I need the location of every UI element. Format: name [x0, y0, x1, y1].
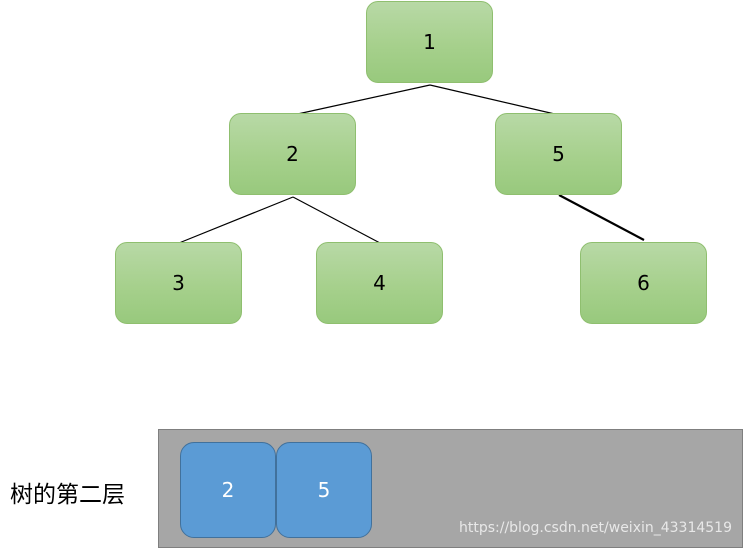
level-cell: 2: [180, 442, 276, 538]
level-cell-label: 2: [221, 478, 235, 502]
tree-node-label: 6: [637, 271, 650, 295]
edge-2-4: [292, 196, 381, 244]
tree-node-4: 4: [316, 242, 443, 324]
tree-node-1: 1: [366, 1, 493, 83]
edge-1-5: [429, 84, 560, 116]
edge-5-6: [558, 194, 645, 241]
edge-2-3: [178, 196, 294, 244]
tree-node-6: 6: [580, 242, 707, 324]
watermark-text: https://blog.csdn.net/weixin_43314519: [458, 520, 732, 536]
edge-1-2: [292, 84, 431, 116]
tree-node-label: 2: [286, 142, 299, 166]
level-label: 树的第二层: [10, 482, 125, 508]
tree-node-label: 3: [172, 271, 185, 295]
level-panel: 2 5 https://blog.csdn.net/weixin_4331451…: [158, 429, 743, 548]
tree-node-3: 3: [115, 242, 242, 324]
tree-node-label: 5: [552, 142, 565, 166]
tree-node-5: 5: [495, 113, 622, 195]
level-cell-label: 5: [317, 478, 331, 502]
level-cell: 5: [276, 442, 372, 538]
tree-node-2: 2: [229, 113, 356, 195]
tree-node-label: 4: [373, 271, 386, 295]
tree-node-label: 1: [423, 30, 436, 54]
